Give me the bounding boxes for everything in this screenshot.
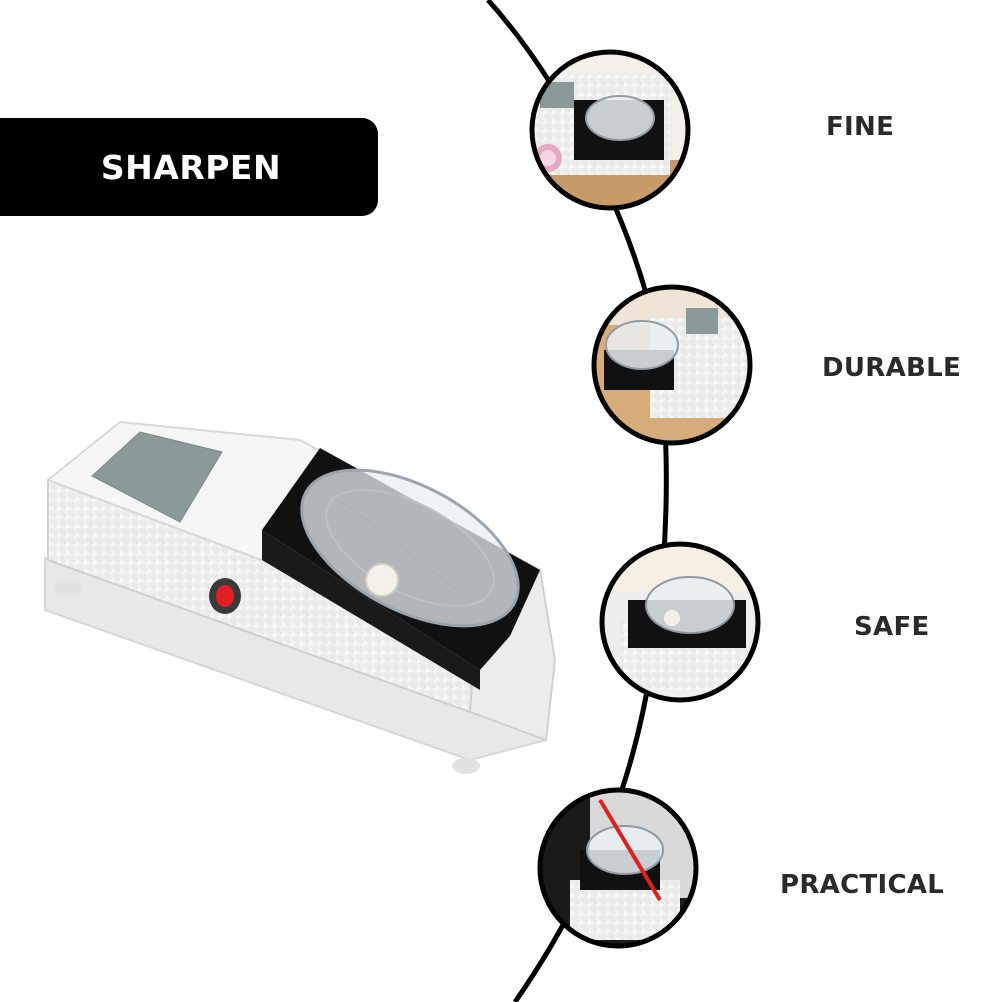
feature-label-safe: SAFE xyxy=(854,612,930,642)
knife-sharpener-illustration xyxy=(44,420,557,774)
closeup-fine xyxy=(529,49,691,211)
feature-label-fine: FINE xyxy=(826,112,895,142)
feature-label-practical: PRACTICAL xyxy=(780,870,945,900)
feature-label-durable: DURABLE xyxy=(822,353,962,383)
closeup-safe xyxy=(599,541,761,703)
banner-label: SHARPEN xyxy=(100,147,282,187)
closeup-practical xyxy=(537,787,699,949)
sharpen-banner: SHARPEN xyxy=(0,118,378,216)
closeup-durable xyxy=(591,284,753,446)
